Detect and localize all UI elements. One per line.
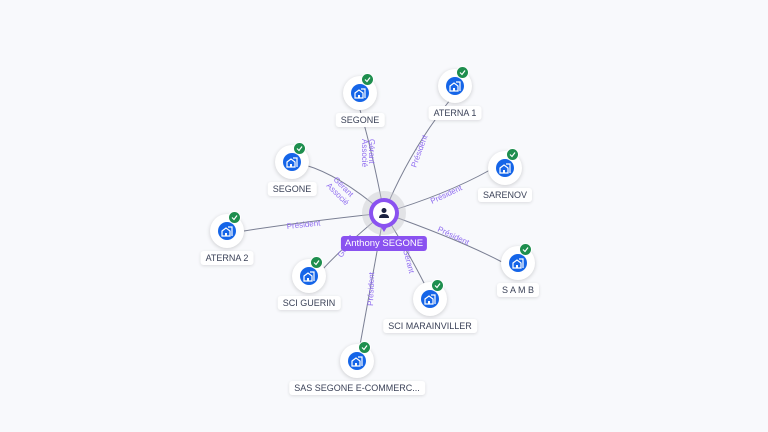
company-node-circle[interactable] xyxy=(413,279,447,316)
verified-check-icon xyxy=(456,66,469,79)
edge-samb xyxy=(383,212,503,263)
company-node-circle[interactable] xyxy=(275,142,309,179)
edge-aterna2 xyxy=(243,212,385,232)
center-person-label[interactable]: Anthony SEGONE xyxy=(340,236,428,251)
company-node-circle[interactable] xyxy=(488,148,522,185)
company-node-label[interactable]: SARENOV xyxy=(477,188,533,202)
company-icon xyxy=(303,271,315,282)
edge-label: Gérant xyxy=(401,248,416,275)
company-icon xyxy=(354,88,366,99)
verified-check-icon xyxy=(293,142,306,155)
verified-check-icon xyxy=(506,148,519,161)
edge-label: Gérant xyxy=(367,139,376,164)
company-node-circle[interactable] xyxy=(292,256,326,293)
company-icon xyxy=(351,356,363,367)
company-node-label[interactable]: ATERNA 2 xyxy=(200,251,254,265)
person-pin xyxy=(369,198,399,228)
edge-label: Président xyxy=(366,271,376,306)
verified-check-icon xyxy=(361,73,374,86)
pin-tip xyxy=(379,224,389,232)
company-node-circle[interactable] xyxy=(501,243,535,280)
edge-label: Président xyxy=(409,133,429,169)
company-node-circle[interactable] xyxy=(210,211,244,248)
verified-check-icon xyxy=(228,211,241,224)
company-node-circle[interactable] xyxy=(438,66,472,103)
company-node-label[interactable]: SEGONE xyxy=(267,182,317,196)
company-node-label[interactable]: ATERNA 1 xyxy=(428,106,482,120)
verified-check-icon xyxy=(519,243,532,256)
verified-check-icon xyxy=(358,341,371,354)
edge-label: Président xyxy=(436,225,471,248)
verified-check-icon xyxy=(431,279,444,292)
company-node-label[interactable]: SCI MARAINVILLER xyxy=(383,319,477,333)
edge-label: Président xyxy=(286,218,321,231)
company-node-label[interactable]: SEGONE xyxy=(335,113,385,127)
company-node-label[interactable]: SAS SEGONE E-COMMERC... xyxy=(289,381,425,395)
edge-label: Président xyxy=(429,183,464,206)
company-icon xyxy=(221,226,233,237)
company-node-label[interactable]: SCI GUERIN xyxy=(277,296,341,310)
person-icon xyxy=(379,208,389,218)
company-icon xyxy=(449,81,461,92)
company-node-circle[interactable] xyxy=(343,73,377,110)
company-icon xyxy=(512,258,524,269)
company-icon xyxy=(499,163,511,174)
edge-label: Associé xyxy=(360,139,369,168)
company-node-circle[interactable] xyxy=(340,341,374,378)
verified-check-icon xyxy=(310,256,323,269)
company-node-label[interactable]: S A M B xyxy=(496,283,540,297)
company-icon xyxy=(286,157,298,168)
company-icon xyxy=(424,294,436,305)
